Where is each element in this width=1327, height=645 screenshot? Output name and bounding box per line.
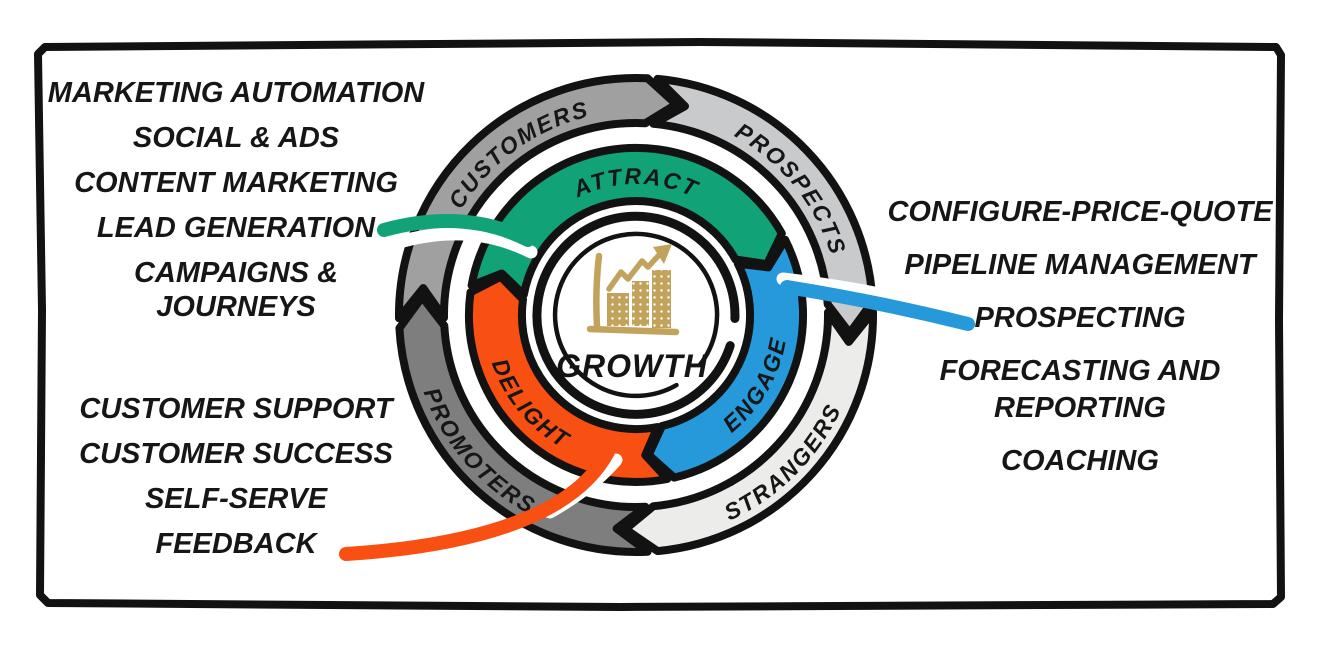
segment-delight	[464, 272, 672, 486]
service-connector	[339, 445, 615, 561]
marketing-annotations: MARKETING AUTOMATION SOCIAL & ADS CONTEN…	[44, 76, 428, 335]
service-annotations: CUSTOMER SUPPORT CUSTOMER SUCCESS SELF-S…	[44, 392, 428, 572]
center-hub-outline	[532, 211, 740, 419]
annotation-item: CONTENT MARKETING	[74, 167, 398, 199]
marketing-connector	[377, 214, 535, 247]
annotation-item: FORECASTING AND REPORTING	[939, 355, 1221, 424]
marketing-connector-highlight	[389, 227, 538, 259]
annotation-item: MARKETING AUTOMATION	[47, 77, 425, 109]
annotation-item: SOCIAL & ADS	[132, 122, 340, 154]
annotation-item: PROSPECTING	[974, 302, 1186, 334]
annotation-item: COACHING	[1001, 445, 1159, 477]
segment-strangers	[621, 307, 878, 556]
annotation-item: CAMPAIGNS & JOURNEYS	[133, 257, 339, 323]
annotation-item: PIPELINE MANAGEMENT	[904, 249, 1256, 281]
frame-border	[34, 38, 1285, 611]
segment-prospects	[649, 74, 877, 337]
annotation-item: FEEDBACK	[155, 528, 317, 560]
center-label: GROWTH	[556, 348, 708, 384]
segment-attract	[467, 143, 786, 299]
growth-chart-icon	[586, 244, 680, 336]
sales-annotations: CONFIGURE-PRICE-QUOTE PIPELINE MANAGEMEN…	[880, 194, 1280, 496]
segment-engage	[644, 235, 807, 482]
annotation-item: CUSTOMER SUCCESS	[79, 438, 393, 470]
sales-connector-highlight	[776, 272, 947, 314]
annotation-item: SELF-SERVE	[144, 483, 328, 515]
sales-connector	[780, 280, 975, 331]
annotation-item: CUSTOMER SUPPORT	[79, 393, 393, 425]
center-hub-inner-outline	[552, 231, 720, 399]
annotation-item: LEAD GENERATION	[96, 212, 376, 244]
annotation-item: CONFIGURE-PRICE-QUOTE	[887, 196, 1273, 228]
